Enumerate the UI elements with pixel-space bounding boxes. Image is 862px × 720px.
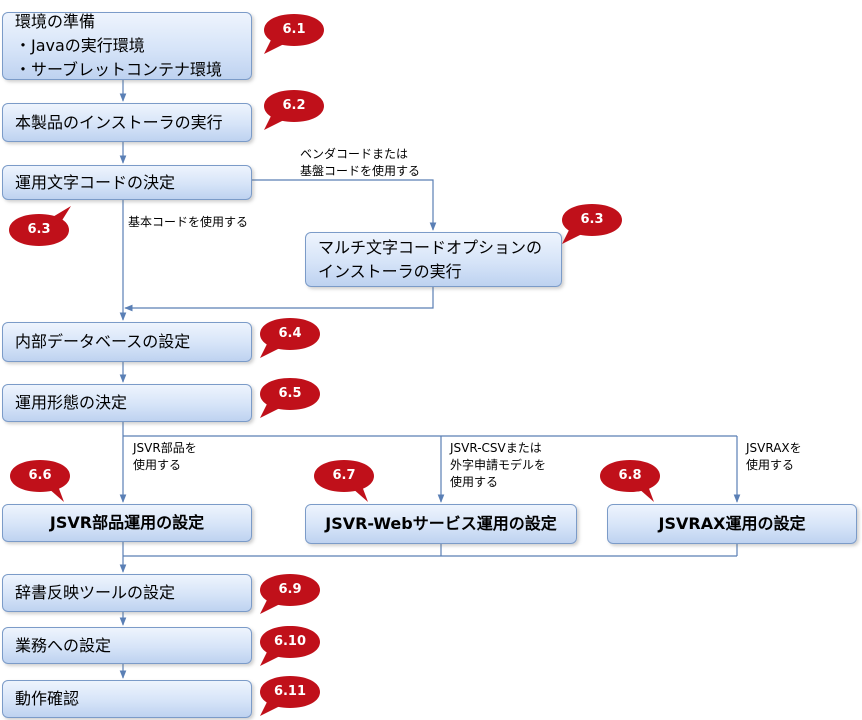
branch-vendor-line1: ベンダコードまたは bbox=[300, 147, 409, 161]
section-number-internal-db: 6.4 bbox=[278, 326, 302, 341]
branch-parts-line2: 使用する bbox=[133, 458, 182, 472]
speech-bubble-icon bbox=[600, 460, 660, 492]
speech-bubble-icon bbox=[10, 460, 70, 492]
callout-install: 6.2 bbox=[262, 88, 326, 132]
branch-csv-line2: 外字申請モデルを bbox=[450, 458, 547, 472]
callout-charset: 6.3 bbox=[7, 206, 71, 250]
step-multi-charset-installer: マルチ文字コードオプションの インストーラの実行 bbox=[305, 232, 562, 287]
callout-dict: 6.9 bbox=[258, 572, 322, 616]
callout-jsvr-parts: 6.6 bbox=[8, 458, 72, 502]
callout-internal-db: 6.4 bbox=[258, 316, 322, 360]
step-operation-mode: 運用形態の決定 bbox=[2, 384, 252, 422]
section-number-jsvr-web: 6.7 bbox=[332, 468, 356, 483]
speech-bubble-icon bbox=[260, 378, 320, 410]
section-number-env: 6.1 bbox=[282, 22, 306, 37]
step-jsvr-parts-label: JSVR部品運用の設定 bbox=[49, 513, 205, 532]
section-number-verify: 6.11 bbox=[273, 684, 307, 699]
step-mode-label: 運用形態の決定 bbox=[15, 393, 128, 412]
speech-bubble-icon bbox=[260, 318, 320, 350]
step-jsvrax-label: JSVRAX運用の設定 bbox=[658, 514, 806, 533]
step-jsvr-web: JSVR-Webサービス運用の設定 bbox=[305, 504, 577, 544]
callout-jsvr-web: 6.7 bbox=[312, 458, 376, 502]
section-number-business: 6.10 bbox=[273, 634, 307, 649]
section-number-charset: 6.3 bbox=[27, 222, 51, 237]
branch-label-ax: JSVRAXを 使用する bbox=[746, 440, 802, 474]
step-jsvrax: JSVRAX運用の設定 bbox=[607, 504, 857, 544]
section-number-install: 6.2 bbox=[282, 98, 306, 113]
branch-ax-line1: JSVRAXを bbox=[746, 441, 802, 455]
step-internal-db-label: 内部データベースの設定 bbox=[15, 332, 191, 351]
step-installer: 本製品のインストーラの実行 bbox=[2, 103, 252, 142]
section-number-mode: 6.5 bbox=[278, 386, 302, 401]
step-installer-label: 本製品のインストーラの実行 bbox=[15, 112, 223, 132]
section-number-jsvr-parts: 6.6 bbox=[28, 468, 52, 483]
speech-bubble-icon bbox=[314, 460, 374, 492]
step-multi-line2: インストーラの実行 bbox=[318, 261, 462, 281]
speech-bubble-icon bbox=[260, 574, 320, 606]
step-verify-label: 動作確認 bbox=[15, 689, 80, 708]
step-multi-line1: マルチ文字コードオプションの bbox=[318, 237, 543, 257]
branch-label-vendor: ベンダコードまたは 基盤コードを使用する bbox=[300, 146, 420, 180]
arrow-multi-merge bbox=[124, 287, 434, 312]
step-internal-db: 内部データベースの設定 bbox=[2, 322, 252, 362]
speech-bubble-icon bbox=[264, 14, 324, 46]
step-verification: 動作確認 bbox=[2, 680, 252, 718]
branch-csv-line1: JSVR-CSVまたは bbox=[450, 441, 542, 455]
branch-csv-line3: 使用する bbox=[450, 475, 499, 489]
speech-bubble-icon bbox=[260, 676, 320, 708]
arrow-charset-multi bbox=[252, 179, 437, 231]
step-dictionary-tool: 辞書反映ツールの設定 bbox=[2, 574, 252, 612]
step-env-line2: ・Javaの実行環境 bbox=[15, 36, 145, 55]
branch-basic-line1: 基本コードを使用する bbox=[128, 215, 249, 229]
callout-jsvrax: 6.8 bbox=[598, 458, 662, 502]
callout-verify: 6.11 bbox=[258, 674, 322, 718]
step-jsvr-parts: JSVR部品運用の設定 bbox=[2, 504, 252, 542]
callout-mode: 6.5 bbox=[258, 376, 322, 420]
step-env-line3: ・サーブレットコンテナ環境 bbox=[15, 60, 223, 79]
step-business: 業務への設定 bbox=[2, 627, 252, 664]
step-charset-decision: 運用文字コードの決定 bbox=[2, 165, 252, 200]
speech-bubble-icon bbox=[9, 214, 69, 246]
branch-label-basic: 基本コードを使用する bbox=[128, 214, 248, 231]
speech-bubble-icon bbox=[562, 204, 622, 236]
callout-env: 6.1 bbox=[262, 12, 326, 56]
step-charset-label: 運用文字コードの決定 bbox=[15, 172, 176, 192]
callout-business: 6.10 bbox=[258, 624, 322, 668]
step-business-label: 業務への設定 bbox=[15, 635, 112, 655]
branch-label-parts: JSVR部品を 使用する bbox=[133, 440, 197, 474]
branch-parts-line1: JSVR部品を bbox=[133, 441, 197, 455]
step-dict-label: 辞書反映ツールの設定 bbox=[15, 583, 176, 602]
section-number-jsvrax: 6.8 bbox=[618, 468, 642, 483]
speech-bubble-icon bbox=[260, 626, 320, 658]
section-number-multi: 6.3 bbox=[580, 212, 604, 227]
speech-bubble-icon bbox=[264, 90, 324, 122]
step-env-line1: 環境の準備 bbox=[15, 12, 96, 31]
step-jsvr-web-label: JSVR-Webサービス運用の設定 bbox=[325, 514, 557, 533]
section-number-dict: 6.9 bbox=[278, 582, 302, 597]
branch-vendor-line2: 基盤コードを使用する bbox=[300, 164, 421, 178]
step-env-preparation: 環境の準備 ・Javaの実行環境 ・サーブレットコンテナ環境 bbox=[2, 12, 252, 80]
branch-label-csv: JSVR-CSVまたは 外字申請モデルを 使用する bbox=[450, 440, 546, 491]
branch-ax-line2: 使用する bbox=[746, 458, 795, 472]
callout-multi: 6.3 bbox=[560, 202, 624, 246]
